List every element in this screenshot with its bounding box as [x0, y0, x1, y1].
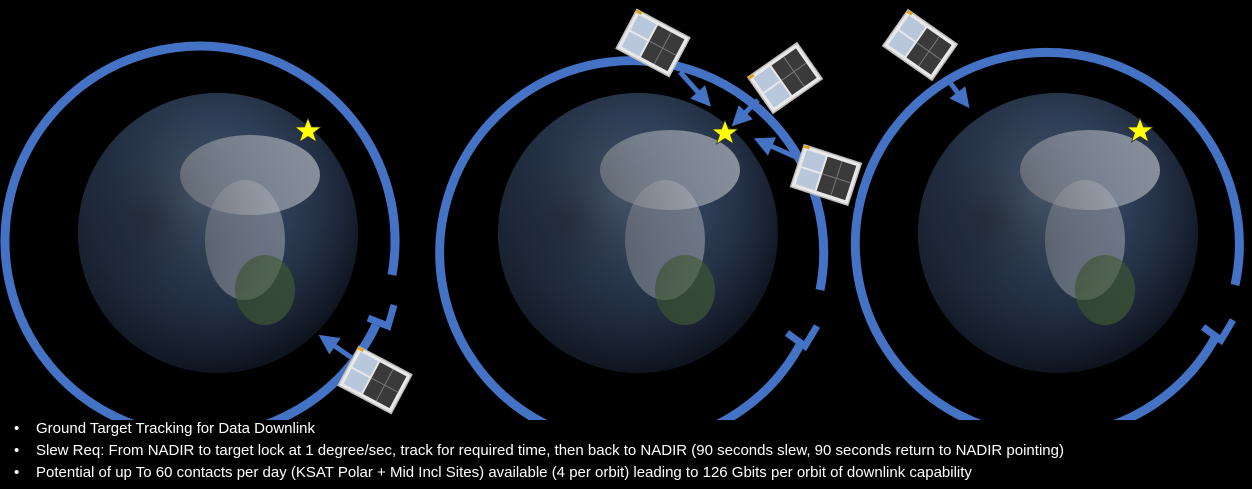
star-icon [710, 118, 740, 145]
orbit-direction-arrow-2 [784, 324, 821, 352]
orbit-direction-arrow-3 [1200, 318, 1237, 346]
satellite-icon [882, 9, 958, 81]
pointing-arrow [678, 70, 711, 107]
orbit-ring-2 [435, 56, 829, 420]
pointing-arrow [731, 98, 760, 127]
star-icon [1125, 116, 1155, 143]
satellite-icon [789, 144, 863, 206]
pointing-arrow [753, 137, 800, 161]
star-icon [293, 116, 323, 143]
bullet-dot: • [14, 464, 20, 481]
bullet-dot: • [14, 442, 20, 459]
bullet-text: Potential of up To 60 contacts per day (… [36, 464, 972, 481]
panel-tracking [435, 8, 863, 420]
earth-globe-1 [78, 93, 358, 373]
bullet-dot: • [14, 420, 20, 437]
panel-return [850, 9, 1244, 420]
orbit-direction-arrow-1 [366, 304, 398, 331]
bullet-item: • Ground Target Tracking for Data Downlin… [8, 418, 1248, 440]
orbit-ring-1 [0, 41, 400, 420]
bullet-item: • Slew Req: From NADIR to target lock at … [8, 440, 1248, 462]
earth-globe-2 [498, 93, 778, 373]
satellite-icon [747, 42, 823, 114]
bullet-text: Ground Target Tracking for Data Downlink [36, 420, 316, 437]
bullet-list: • Ground Target Tracking for Data Downlin… [8, 418, 1248, 484]
pointing-arrow [318, 334, 354, 361]
earth-globe-3 [918, 93, 1198, 373]
pointing-arrow [946, 78, 970, 109]
orbit-tracking-diagram [0, 8, 1244, 420]
panel-approach [0, 41, 413, 420]
orbit-ring-3 [850, 47, 1244, 420]
bullet-item: • Potential of up To 60 contacts per day … [8, 462, 1248, 484]
bullet-text: Slew Req: From NADIR to target lock at 1… [36, 442, 1064, 459]
